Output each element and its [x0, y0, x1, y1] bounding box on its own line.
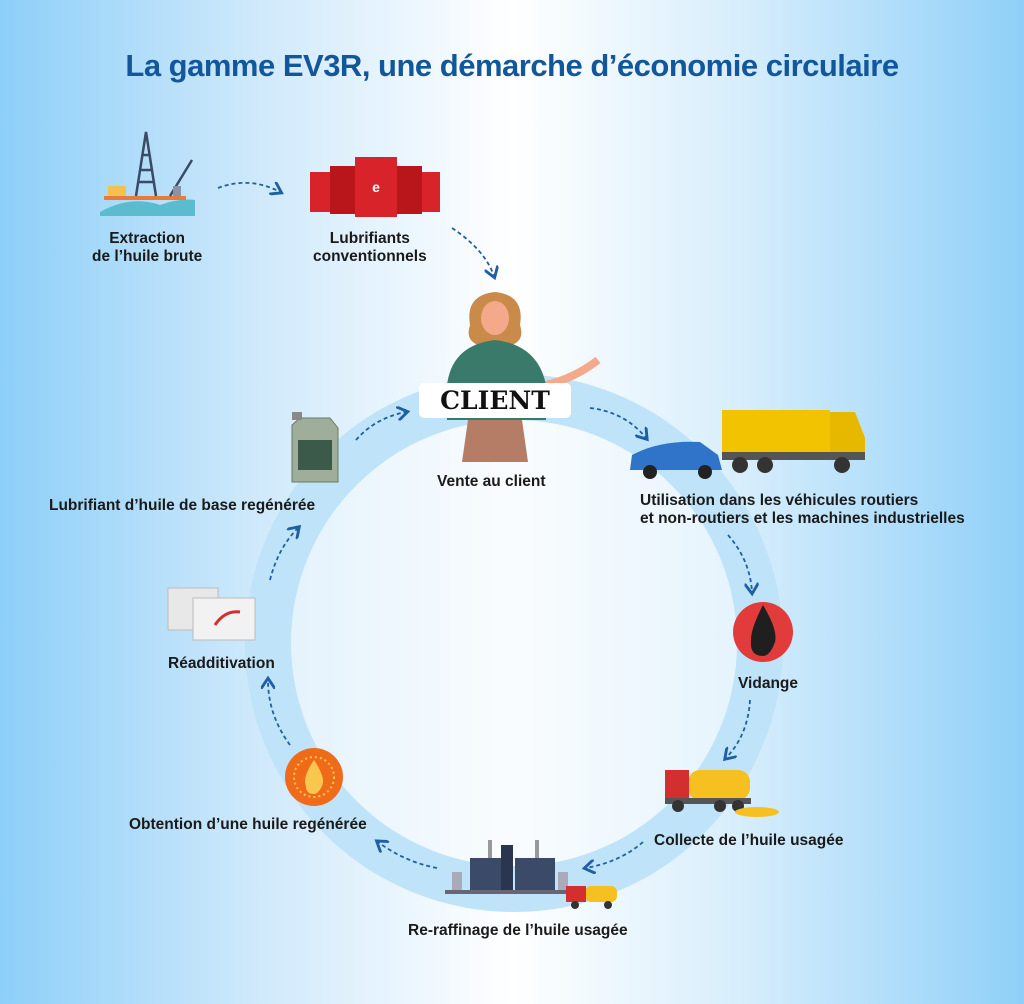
- label-regenerated: Obtention d’une huile regénérée: [129, 816, 367, 833]
- label-sale: Vente au client: [437, 473, 546, 490]
- car-and-truck-icon: [630, 410, 865, 479]
- label-conventional-line1: Lubrifiants: [329, 230, 410, 247]
- label-collection: Collecte de l’huile usagée: [654, 832, 844, 849]
- oil-rig-icon: [100, 131, 195, 216]
- lubricant-barrels-icon: e: [310, 157, 440, 217]
- label-conventional-line2: conventionnels: [313, 248, 427, 265]
- label-readditivation: Réadditivation: [168, 655, 275, 672]
- client-sign: CLIENT: [419, 383, 571, 418]
- label-lubricant: Lubrifiant d’huile de base regénérée: [49, 497, 316, 514]
- page-title: La gamme EV3R, une démarche d’économie c…: [125, 48, 899, 83]
- label-conventional-lubricants: Lubrifiants conventionnels: [313, 230, 427, 266]
- refinery-icon: [445, 840, 617, 909]
- additive-tanks-icon: [167, 587, 256, 641]
- label-drain: Vidange: [738, 675, 799, 692]
- label-extraction: Extraction de l’huile brute: [92, 230, 202, 266]
- lubricant-bottle-icon: [291, 412, 339, 483]
- collection-truck-icon: [665, 770, 779, 817]
- label-rerefining: Re-raffinage de l’huile usagée: [408, 922, 628, 939]
- label-usage-line1: Utilisation dans les véhicules routiers: [640, 492, 919, 509]
- label-extraction-line1: Extraction: [109, 230, 186, 247]
- flow-arrows: [217, 183, 752, 868]
- label-extraction-line2: de l’huile brute: [92, 248, 203, 265]
- regenerated-oil-icon: [285, 748, 343, 806]
- svg-text:e: e: [372, 179, 380, 195]
- label-usage-line2: et non-routiers et les machines industri…: [640, 510, 965, 527]
- oil-drop-icon: [733, 602, 793, 662]
- label-usage: Utilisation dans les véhicules routiers …: [640, 492, 965, 528]
